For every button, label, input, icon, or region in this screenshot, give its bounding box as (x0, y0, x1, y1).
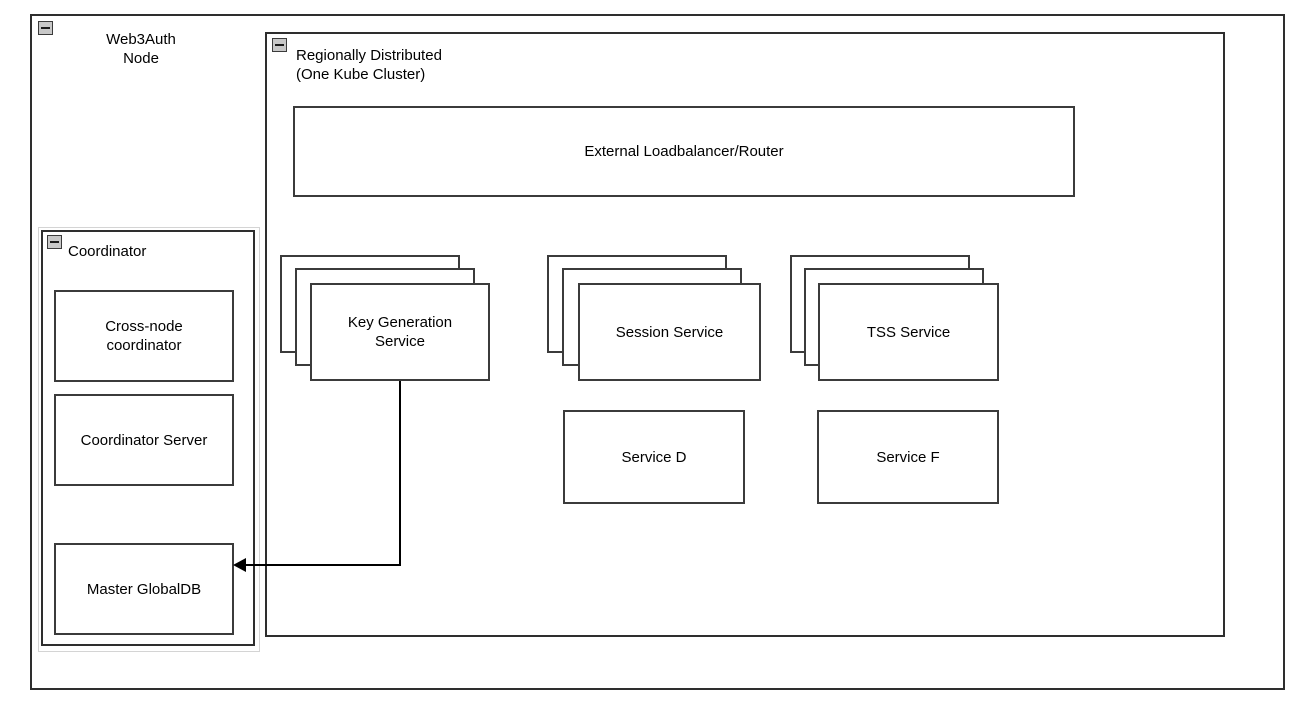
collapse-minus-icon-web3auth-node[interactable] (38, 21, 53, 35)
cross-node-coordinator-node[interactable]: Cross-node coordinator (54, 290, 234, 382)
master-globaldb-label: Master GlobalDB (86, 580, 202, 598)
tss-service-label: TSS Service (866, 323, 951, 341)
service-d-label: Service D (621, 448, 687, 466)
regionally-distributed-title: Regionally Distributed (One Kube Cluster… (296, 47, 442, 83)
master-globaldb-node[interactable]: Master GlobalDB (54, 543, 234, 635)
session-service-label: Session Service (615, 323, 724, 341)
connector-keygen-vertical-segment (399, 381, 401, 566)
coordinator-server-node[interactable]: Coordinator Server (54, 394, 234, 486)
collapse-minus-icon-regionally-distributed[interactable] (272, 38, 287, 52)
coordinator-title: Coordinator (68, 243, 147, 260)
tss-service-node[interactable]: TSS Service (818, 283, 999, 381)
key-generation-service-node[interactable]: Key Generation Service (310, 283, 490, 381)
service-d-node[interactable]: Service D (563, 410, 745, 504)
connector-keygen-horizontal-segment (245, 564, 401, 566)
external-loadbalancer-router-node[interactable]: External Loadbalancer/Router (293, 106, 1075, 197)
service-f-node[interactable]: Service F (817, 410, 999, 504)
coordinator-server-label: Coordinator Server (80, 431, 208, 449)
external-loadbalancer-router-label: External Loadbalancer/Router (584, 143, 784, 160)
service-f-label: Service F (876, 448, 940, 466)
collapse-minus-icon-coordinator[interactable] (47, 235, 62, 249)
cross-node-coordinator-label: Cross-node coordinator (105, 318, 183, 354)
key-generation-service-label: Key Generation Service (347, 314, 453, 350)
session-service-node[interactable]: Session Service (578, 283, 761, 381)
connector-keygen-arrowhead-icon (233, 558, 246, 572)
web3auth-node-title: Web3Auth Node (106, 31, 176, 67)
